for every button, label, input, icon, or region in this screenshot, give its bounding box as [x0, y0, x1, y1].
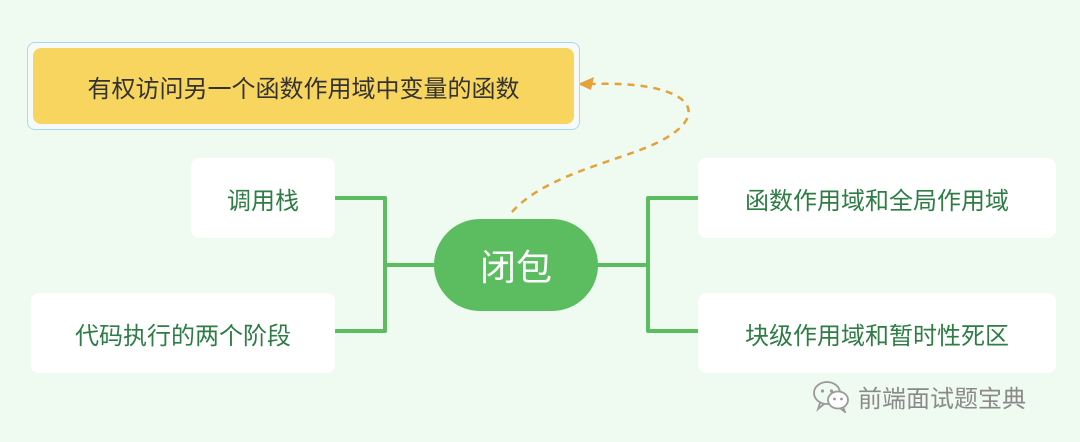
wechat-icon [813, 381, 849, 413]
branch-label: 函数作用域和全局作用域 [745, 186, 1009, 215]
watermark: 前端面试题宝典 [812, 374, 1026, 418]
branch-label: 代码执行的两个阶段 [75, 321, 291, 350]
branch-label: 块级作用域和暂时性死区 [745, 321, 1009, 350]
connector-left [334, 196, 438, 333]
branch-call-stack[interactable]: 调用栈 [191, 158, 335, 238]
definition-node[interactable]: 有权访问另一个函数作用域中变量的函数 [33, 48, 574, 124]
watermark-text: 前端面试题宝典 [858, 384, 1026, 413]
branch-label: 调用栈 [227, 186, 299, 215]
branch-execution-phases[interactable]: 代码执行的两个阶段 [31, 293, 335, 373]
arrowhead-icon [578, 77, 594, 90]
branch-function-global-scope[interactable]: 函数作用域和全局作用域 [698, 158, 1056, 238]
branch-block-scope-tdz[interactable]: 块级作用域和暂时性死区 [698, 293, 1056, 373]
connector-right [594, 196, 699, 333]
center-node[interactable]: 闭包 [434, 219, 598, 311]
